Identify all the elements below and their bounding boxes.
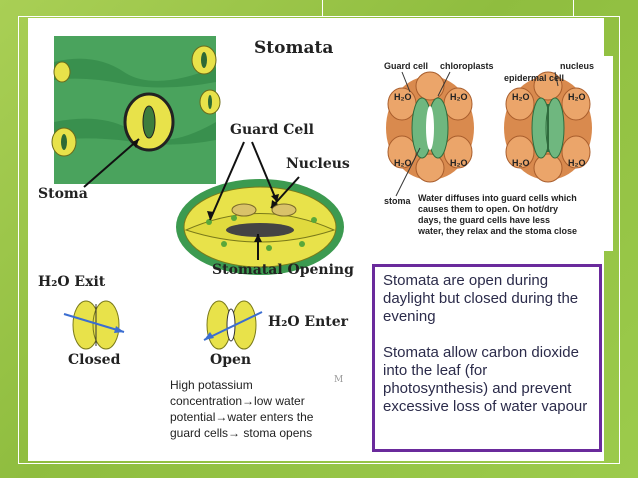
label-chloroplasts: chloroplasts: [440, 61, 494, 71]
guard-cell-comparison-diagram: Guard cell chloroplasts nucleus epiderma…: [380, 56, 613, 251]
stomata-diagram: M Stomata Guard Cell Nucleus Stoma Stoma…: [34, 22, 364, 458]
decorative-frame: [18, 16, 620, 464]
caption-line: potential→water enters the: [170, 410, 314, 424]
stomata-illustration: M: [51, 36, 344, 385]
h2o-label: H₂O: [512, 158, 530, 168]
h2o-label: H₂O: [568, 158, 586, 168]
label-guard-cell-small: Guard cell: [384, 61, 428, 71]
label-nucleus: Nucleus: [286, 156, 350, 172]
label-h2o-enter: H₂O Enter: [268, 314, 349, 330]
label-closed: Closed: [68, 352, 121, 368]
label-stoma: Stoma: [38, 186, 88, 202]
paragraph-carbon-dioxide: Stomata allow carbon dioxide into the le…: [383, 344, 588, 415]
label-stomatal-opening: Stomatal Opening: [212, 262, 354, 278]
h2o-label: H₂O: [568, 92, 586, 102]
guard-cell-comparison-illustration: Guard cell chloroplasts nucleus epiderma…: [384, 61, 594, 236]
explanation-box: Stomata are open during daylight but clo…: [372, 264, 602, 452]
potassium-caption: High potassium concentration→low water p…: [170, 377, 360, 441]
pointer-arrows: [83, 138, 300, 260]
description-line: water, they relax and the stoma close: [417, 226, 577, 236]
label-open: Open: [210, 352, 252, 368]
h2o-label: H₂O: [394, 158, 412, 168]
description-line: causes them to open. On hot/dry: [418, 204, 558, 214]
guard-cell-closeup: [176, 179, 344, 275]
label-stoma-small: stoma: [384, 196, 412, 206]
open-guard-cells: [203, 300, 263, 350]
caption-line: concentration→low water: [170, 394, 305, 408]
caption-line: High potassium: [170, 378, 253, 392]
stoma-closed-diagram: [504, 71, 592, 183]
label-guard-cell: Guard Cell: [230, 122, 314, 138]
closed-guard-cells: [63, 300, 125, 350]
small-stomata: [51, 45, 221, 157]
h2o-label: H₂O: [512, 92, 530, 102]
h2o-label: H₂O: [394, 92, 412, 102]
paragraph-daylight: Stomata are open during daylight but clo…: [383, 272, 579, 325]
h2o-label: H₂O: [450, 92, 468, 102]
label-epidermal-cell: epidermal cell: [504, 73, 564, 83]
stoma-open-diagram: [386, 71, 474, 183]
description-line: days, the guard cells have less: [418, 215, 550, 225]
decorative-rectangle: [322, 0, 574, 17]
figure-title: Stomata: [254, 38, 334, 58]
svg-text:M: M: [334, 375, 343, 385]
label-nucleus-small: nucleus: [560, 61, 594, 71]
description-line: Water diffuses into guard cells which: [418, 193, 577, 203]
h2o-label: H₂O: [450, 158, 468, 168]
label-h2o-exit: H₂O Exit: [38, 274, 106, 290]
caption-line: guard cells→ stoma opens: [170, 426, 313, 440]
